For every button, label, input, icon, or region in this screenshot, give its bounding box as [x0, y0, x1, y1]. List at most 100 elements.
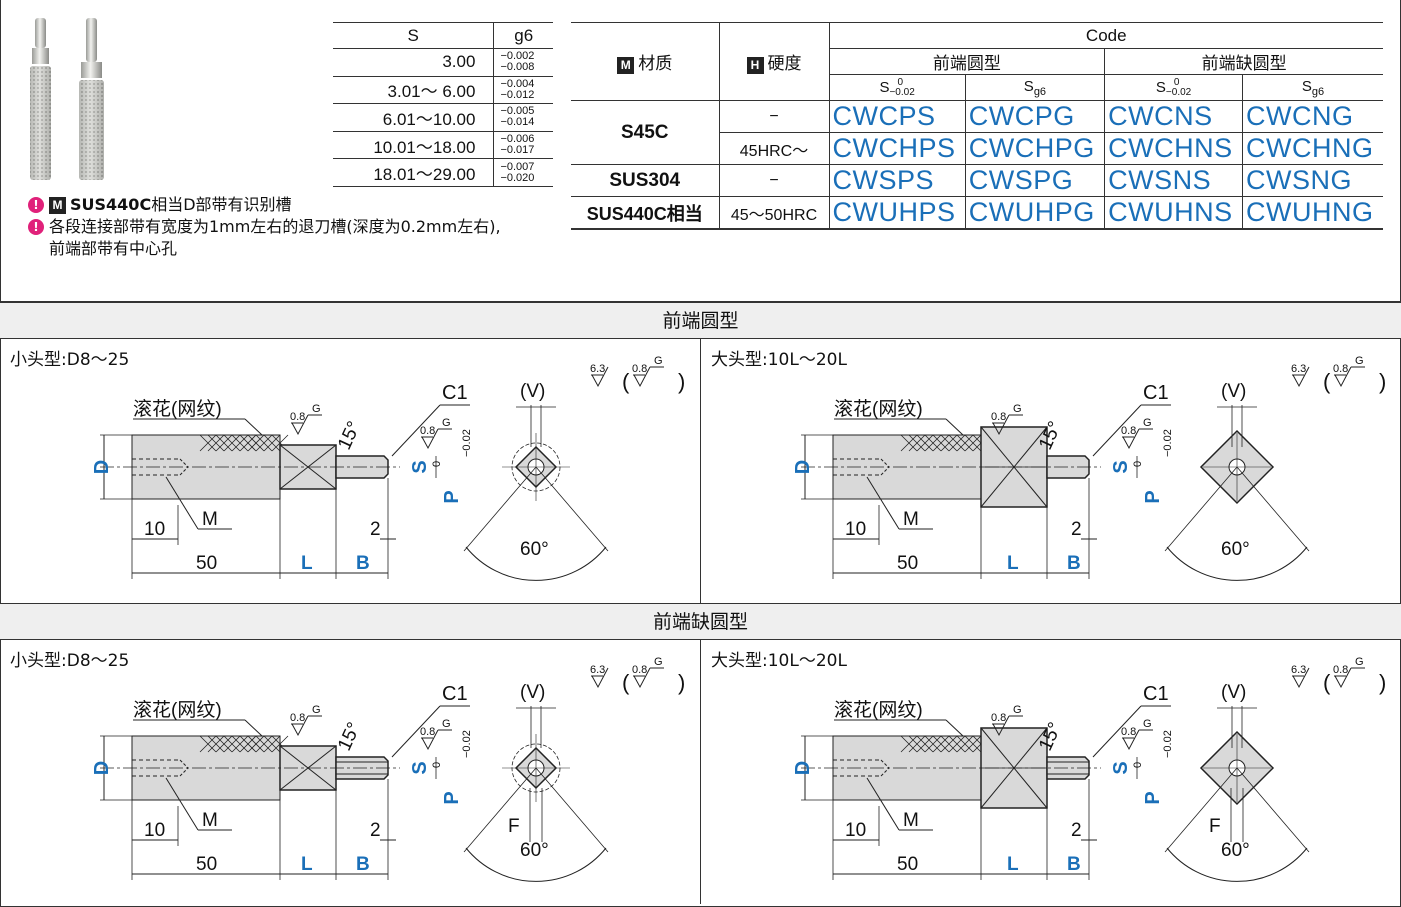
- code-cell[interactable]: CWSNS: [1104, 164, 1243, 197]
- drawing-line: [940, 735, 958, 753]
- drawing-line: [247, 434, 265, 452]
- drawing-line: [1236, 466, 1310, 552]
- drawing-label: F: [1209, 816, 1221, 837]
- drawing-label: 50: [897, 553, 918, 574]
- drawing-label: 6.3: [590, 363, 605, 375]
- drawing-line: [239, 735, 257, 753]
- drawing-line: [956, 434, 974, 452]
- code-cell[interactable]: CWCPS: [828, 100, 966, 133]
- drawing-cut-large: 6.3(0.8G)D滚花(网纹)0.8G0.8G15°C1SP0−0.02105…: [792, 656, 1386, 882]
- drawing-line: [964, 735, 982, 753]
- drawing-line: [199, 735, 217, 753]
- note-2-cont: 前端部带有中心孔: [28, 238, 501, 260]
- panel-title: 大头型:10L～20L: [711, 651, 847, 671]
- drawing-label: C1: [1143, 683, 1169, 705]
- notes: ! M SUS440C 相当D部带有识别槽 ! 各段连接部带有宽度为1mm左右的…: [28, 194, 501, 260]
- drawing-label: 0.8: [632, 664, 647, 676]
- table-row: 10.01～18.00 −0.006−0.017: [333, 131, 553, 160]
- drawing-round-large: 6.3(0.8G)D滚花(网纹)0.8G0.8G15°C1SP0−0.02105…: [792, 355, 1386, 581]
- roughness-mark: [992, 414, 1010, 436]
- drawing-line: [964, 434, 982, 452]
- drawing-line: [231, 434, 249, 452]
- code-cell[interactable]: CWSPS: [828, 164, 966, 197]
- drawing-label: 2: [370, 519, 381, 540]
- tol-header-g6: g6: [493, 22, 553, 49]
- code-cell[interactable]: CWCNG: [1241, 100, 1383, 133]
- drawing-label: −0.02: [1162, 730, 1174, 758]
- drawing-line: [207, 434, 225, 452]
- panel-title: 大头型:10L～20L: [711, 350, 847, 370]
- drawing-label: 2: [1071, 519, 1082, 540]
- drawing-line: [271, 735, 289, 753]
- code-cell[interactable]: CWCPG: [964, 100, 1106, 133]
- drawing-label: G: [312, 704, 321, 716]
- sub-header-sg6: Sg6: [964, 74, 1106, 101]
- drawing-label: 6.3: [590, 664, 605, 676]
- code-cell[interactable]: CWSNG: [1241, 164, 1383, 197]
- note-2: ! 各段连接部带有宽度为1mm左右的退刀槽(深度为0.2mm左右),: [28, 216, 501, 238]
- drawing-label: 0.8: [991, 411, 1006, 423]
- drawing-label: 0.8: [632, 363, 647, 375]
- drawing-label: (: [622, 670, 630, 695]
- code-cell[interactable]: CWUHPG: [964, 196, 1106, 230]
- code-cell[interactable]: CWCHNS: [1104, 132, 1243, 165]
- drawing-label: 10: [845, 519, 866, 540]
- drawing-line: [463, 767, 537, 853]
- drawing-label: (: [622, 369, 630, 394]
- code-cell[interactable]: CWUHNS: [1104, 196, 1243, 230]
- drawing-label: −0.02: [1162, 429, 1174, 457]
- code-cell[interactable]: CWCHPG: [964, 132, 1106, 165]
- drawing-label: L: [301, 854, 313, 875]
- drawing-line: [1092, 404, 1142, 457]
- roughness-mark: [1334, 366, 1352, 388]
- code-cell[interactable]: CWCNS: [1104, 100, 1243, 133]
- code-cell[interactable]: CWSPG: [964, 164, 1106, 197]
- drawing-line: [207, 735, 225, 753]
- tol-s: 10.01～18.00: [333, 131, 495, 160]
- sub-header-sg6: Sg6: [1241, 74, 1383, 101]
- drawing-line: [932, 434, 950, 452]
- code-cell[interactable]: CWCHNG: [1241, 132, 1383, 165]
- drawing-label: (V): [1221, 682, 1246, 703]
- drawing-line: [924, 735, 942, 753]
- drawing-line: [900, 434, 918, 452]
- drawing-label: 0: [431, 461, 443, 467]
- drawing-line: [880, 466, 890, 476]
- drawing-label: (V): [1221, 381, 1246, 402]
- drawing-label: 滚花(网纹): [834, 398, 923, 420]
- drawing-line: [263, 735, 281, 753]
- roughness-mark: [291, 715, 309, 737]
- material-cell: S45C: [571, 100, 720, 165]
- drawing-label: 滚花(网纹): [133, 699, 222, 721]
- code-cell[interactable]: CWUHNG: [1241, 196, 1383, 230]
- drawing-label: (V): [520, 682, 545, 703]
- product-photo: [30, 18, 104, 180]
- drawing-label: M: [903, 810, 919, 831]
- drawing-label: G: [442, 417, 451, 429]
- drawing-label: C1: [442, 683, 468, 705]
- tol-s: 18.01～29.00: [333, 158, 495, 187]
- table-row: SUS440C相当 45～50HRC CWUHPS CWUHPG CWUHNS …: [571, 196, 1383, 230]
- roughness-mark: [1292, 667, 1310, 689]
- roughness-mark: [291, 414, 309, 436]
- drawing-label: 60°: [1221, 840, 1250, 861]
- code-cell[interactable]: CWCHPS: [828, 132, 966, 165]
- drawing-line: [932, 735, 950, 753]
- drawing-line: [535, 466, 609, 552]
- code-cell[interactable]: CWUHPS: [828, 196, 966, 230]
- tol-s: 3.00: [333, 48, 495, 77]
- drawing-label: G: [654, 355, 663, 367]
- hardness-cell: 45HRC～: [719, 132, 830, 165]
- drawing-label: 6.3: [1291, 664, 1306, 676]
- drawing-label: 0.8: [290, 712, 305, 724]
- tol-dev: −0.002−0.008: [493, 48, 553, 77]
- drawing-label: 0.8: [1121, 726, 1136, 738]
- drawing-line: [391, 404, 441, 457]
- hardness-cell: −: [718, 100, 830, 133]
- drawing-label: D: [91, 761, 113, 775]
- drawing-line: [199, 434, 217, 452]
